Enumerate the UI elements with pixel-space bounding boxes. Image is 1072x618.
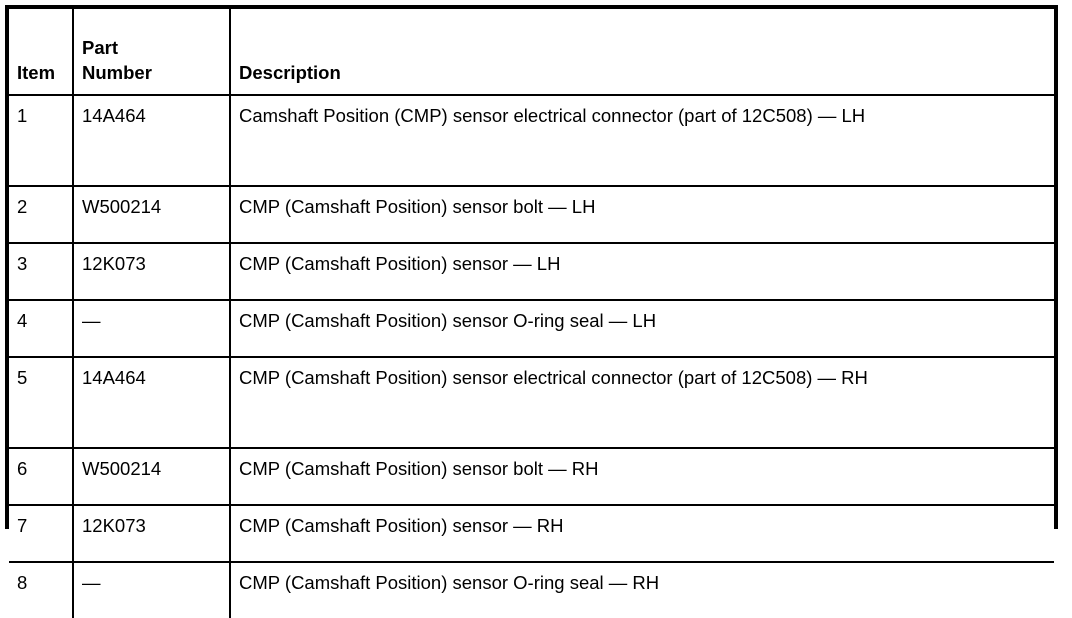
table-row: 5 14A464 CMP (Camshaft Position) sensor … (9, 357, 1054, 449)
table-row: 3 12K073 CMP (Camshaft Position) sensor … (9, 243, 1054, 301)
cell-item: 5 (9, 357, 74, 449)
cell-item: 1 (9, 95, 74, 187)
table-row: 1 14A464 Camshaft Position (CMP) sensor … (9, 95, 1054, 187)
cell-item: 2 (9, 186, 74, 244)
cell-part-number: 14A464 (73, 357, 231, 449)
cell-part-number: 14A464 (73, 95, 231, 187)
column-header-description: Description (230, 9, 1054, 96)
cell-description: CMP (Camshaft Position) sensor O-ring se… (230, 562, 1054, 618)
cell-description: CMP (Camshaft Position) sensor electrica… (230, 357, 1054, 449)
table-row: 8 — CMP (Camshaft Position) sensor O-rin… (9, 562, 1054, 618)
parts-table-container: Item Part Number Description 1 14A464 Ca… (5, 5, 1058, 618)
parts-legend-table: Item Part Number Description 1 14A464 Ca… (9, 9, 1054, 618)
cell-description: CMP (Camshaft Position) sensor bolt — LH (230, 186, 1054, 244)
table-header: Item Part Number Description (9, 9, 1054, 96)
cell-item: 4 (9, 300, 74, 358)
table-body: 1 14A464 Camshaft Position (CMP) sensor … (9, 95, 1054, 618)
table-row: 2 W500214 CMP (Camshaft Position) sensor… (9, 186, 1054, 244)
cell-description: CMP (Camshaft Position) sensor — LH (230, 243, 1054, 301)
cell-description: CMP (Camshaft Position) sensor bolt — RH (230, 448, 1054, 506)
cell-item: 6 (9, 448, 74, 506)
cell-part-number: W500214 (73, 448, 231, 506)
column-header-item: Item (9, 9, 74, 96)
cell-item: 8 (9, 562, 74, 618)
cell-part-number: W500214 (73, 186, 231, 244)
cell-item: 3 (9, 243, 74, 301)
cell-description: CMP (Camshaft Position) sensor O-ring se… (230, 300, 1054, 358)
table-header-row: Item Part Number Description (9, 9, 1054, 96)
cell-description: Camshaft Position (CMP) sensor electrica… (230, 95, 1054, 187)
table-row: 6 W500214 CMP (Camshaft Position) sensor… (9, 448, 1054, 506)
table-row: 4 — CMP (Camshaft Position) sensor O-rin… (9, 300, 1054, 358)
cell-part-number: — (73, 562, 231, 618)
cell-part-number: — (73, 300, 231, 358)
cell-part-number: 12K073 (73, 243, 231, 301)
column-header-part-number: Part Number (73, 9, 231, 96)
